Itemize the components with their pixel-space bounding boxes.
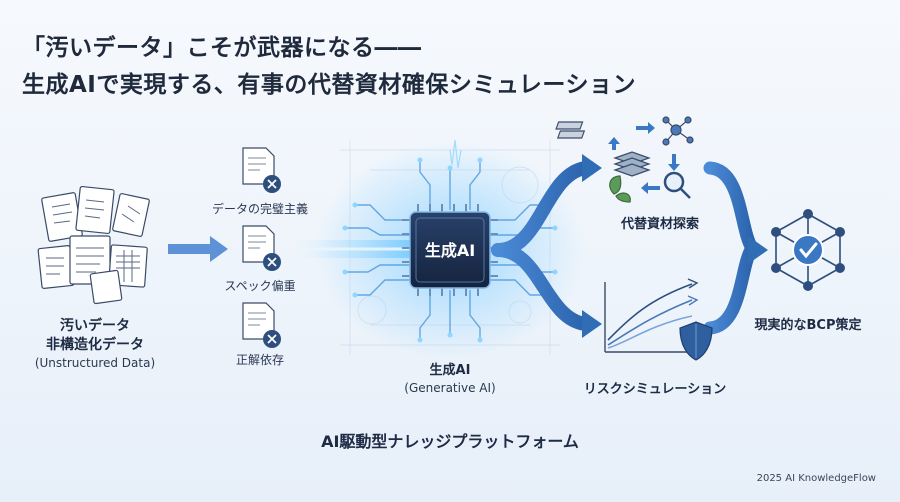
risk-chart-icon xyxy=(604,278,700,353)
platform-label: AI駆動型ナレッジプラットフォーム xyxy=(321,432,579,451)
output-risk-label: リスクシミュレーション xyxy=(583,382,727,397)
chip-label: 生成AI xyxy=(424,241,476,260)
output-search-label: 代替資材探索 xyxy=(620,217,699,232)
core-caption-jp: 生成AI xyxy=(429,363,471,378)
input-arrow xyxy=(168,236,228,262)
ai-chip xyxy=(402,204,498,296)
merge-bracket xyxy=(703,161,760,335)
core-caption-en: (Generative AI) xyxy=(404,381,496,395)
core-caption: 生成AI (Generative AI) xyxy=(380,362,520,397)
steel-bars-icon xyxy=(555,121,586,139)
documents-pile-icon xyxy=(37,185,150,305)
page-title: 「汚いデータ」こそが武器になる―― 生成AIで実現する、有事の代替資材確保シミュ… xyxy=(22,30,636,104)
input-line-1: 汚いデータ xyxy=(60,318,130,334)
circuit-traces xyxy=(345,160,555,340)
problem-label-1: データの完璧主義 xyxy=(211,202,308,216)
result-label: 現実的なBCP策定 xyxy=(754,318,862,333)
x-badge-icons xyxy=(263,175,281,348)
problem-label-2: スペック偏重 xyxy=(224,279,296,293)
flow-arrow-lower xyxy=(491,243,592,331)
footer-credit: 2025 AI KnowledgeFlow xyxy=(756,473,876,484)
title-line-2: 生成AIで実現する、有事の代替資材確保シミュレーション xyxy=(22,72,636,98)
input-caption: 汚いデータ 非構造化データ (Unstructured Data) xyxy=(20,317,170,372)
layers-icon xyxy=(613,151,651,177)
problem-label-3: 正解依存 xyxy=(235,353,284,367)
material-search-icons xyxy=(555,116,694,203)
input-line-2: 非構造化データ xyxy=(46,337,144,353)
leaf-icon xyxy=(609,175,631,203)
problem-doc-icons xyxy=(242,147,275,340)
molecule-icon xyxy=(662,116,694,146)
input-line-3: (Unstructured Data) xyxy=(34,356,156,370)
network-check-icon xyxy=(771,209,845,291)
title-line-1: 「汚いデータ」こそが武器になる―― xyxy=(22,35,422,61)
magnifier-icon xyxy=(663,171,691,199)
